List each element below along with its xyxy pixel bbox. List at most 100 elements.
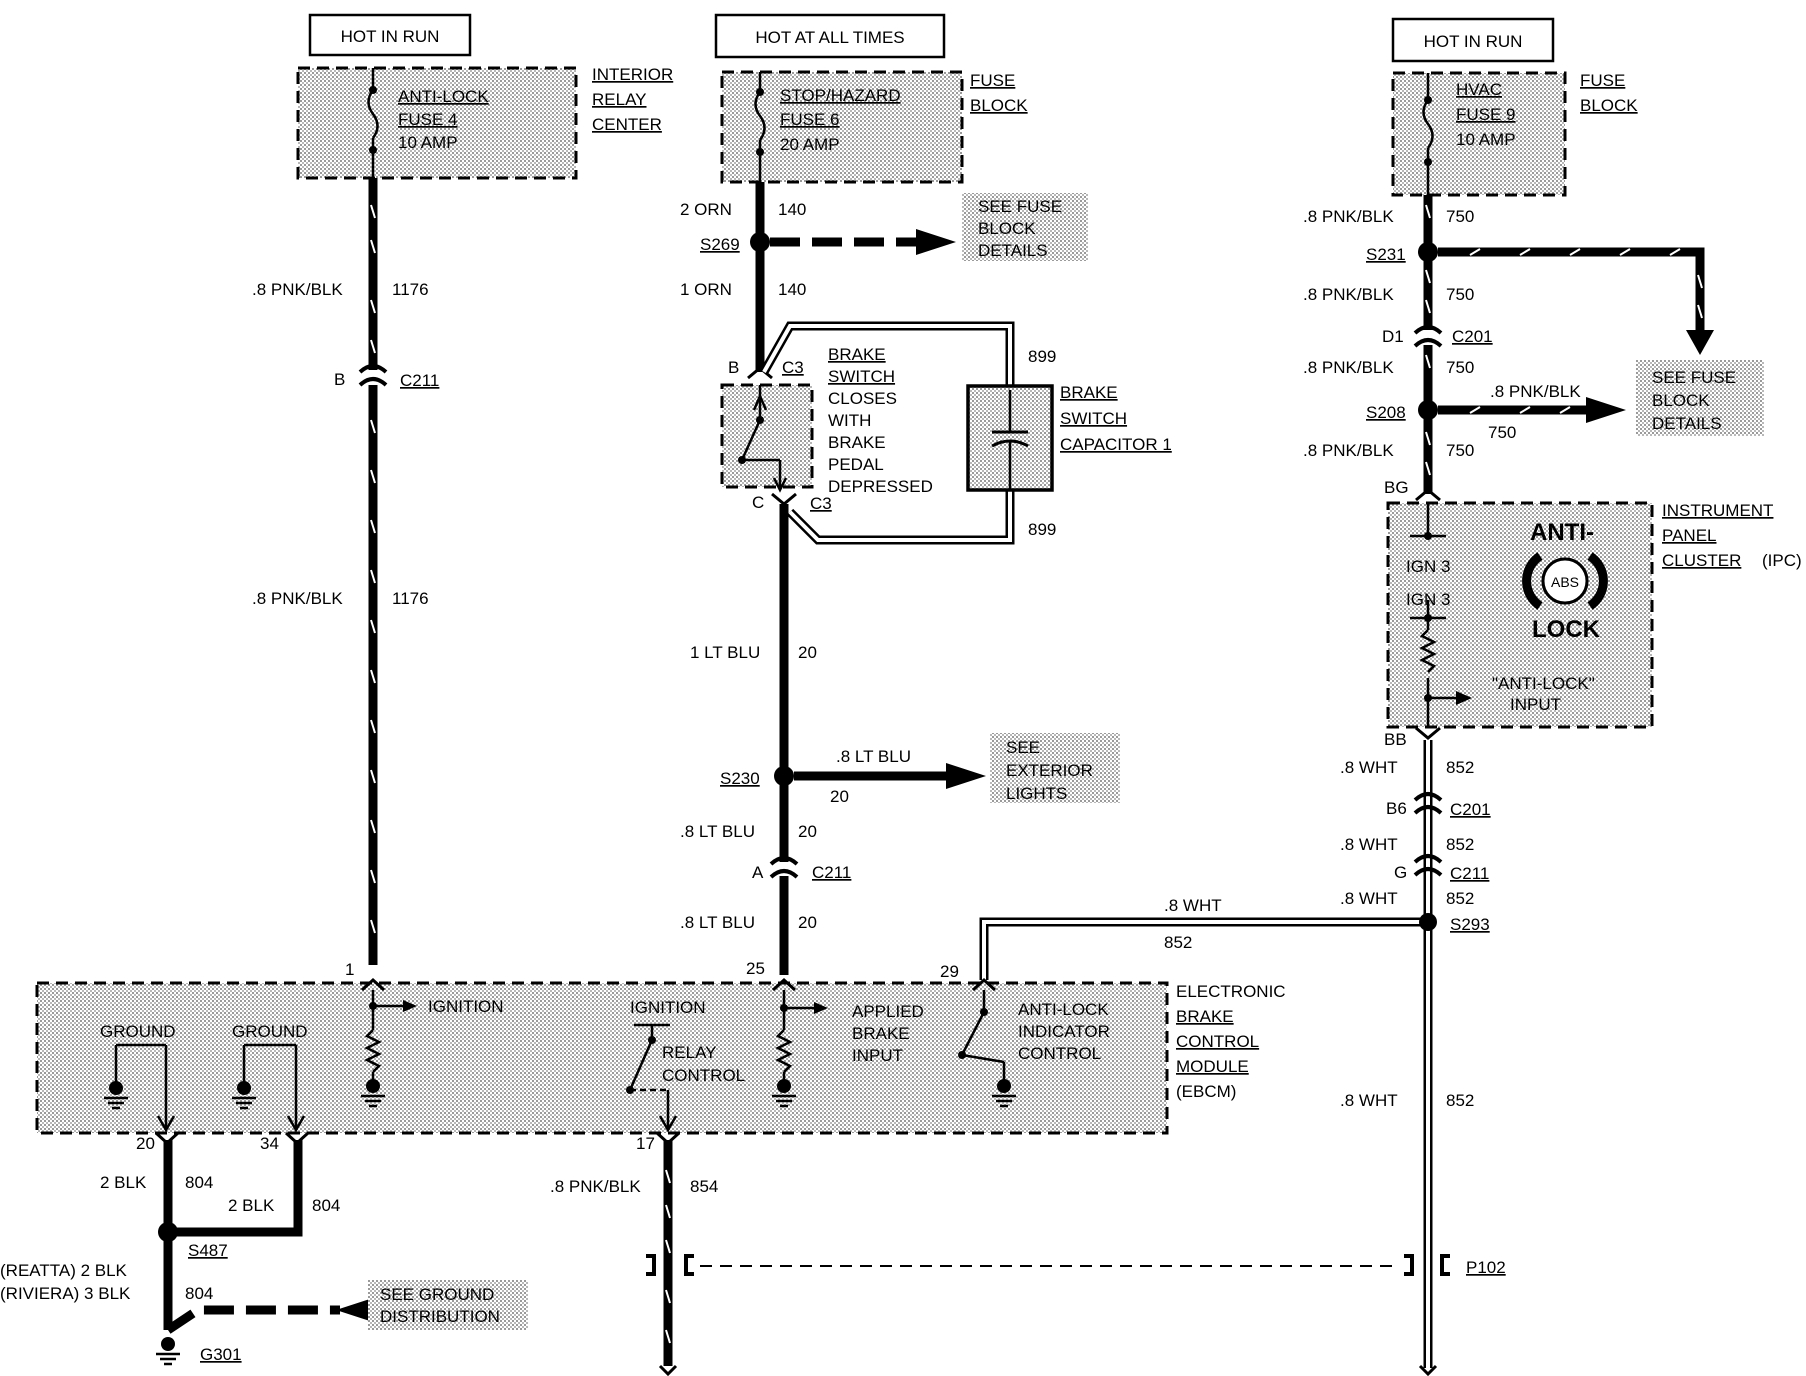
ipc-input1: "ANTI-LOCK": [1492, 674, 1595, 693]
splice-s231: [1418, 242, 1438, 262]
fuse-antilock: ANTI-LOCK FUSE 4 10 AMP: [296, 66, 578, 180]
bottom-pin20: 20: [136, 1134, 155, 1153]
svg-text:CENTER: CENTER: [592, 115, 662, 134]
right-conn3: C211: [1450, 864, 1489, 883]
ebcm-applied-brake-circuit: [772, 990, 828, 1108]
s293-cross-wire: [979, 917, 1428, 980]
p102-label: P102: [1466, 1258, 1506, 1277]
left-wire-hatch: [370, 204, 376, 934]
instrument-panel-cluster: [1386, 501, 1654, 729]
cap-circ-top: 899: [1028, 347, 1056, 366]
svg-text:INSTRUMENT: INSTRUMENT: [1662, 501, 1773, 520]
right-pin-g: G: [1394, 863, 1407, 882]
splice-s208-label: S208: [1366, 403, 1406, 422]
fuse-antilock-location: INTERIOR RELAY CENTER: [592, 65, 673, 134]
mid-conn-name: C211: [812, 863, 851, 882]
header-hot-at-all-times: HOT AT ALL TIMES: [714, 13, 946, 59]
see-exterior-lights: SEE EXTERIOR LIGHTS: [990, 733, 1120, 803]
svg-text:SWITCH: SWITCH: [828, 367, 895, 386]
splice-s487: [158, 1222, 178, 1242]
right-circ6-label: 852: [1446, 835, 1474, 854]
svg-text:CLOSES: CLOSES: [828, 389, 897, 408]
connector-p102-right: [1404, 1254, 1450, 1276]
ebcm-ignition2: IGNITION: [630, 998, 706, 1017]
splice-s293-label: S293: [1450, 915, 1490, 934]
svg-text:FUSE: FUSE: [1580, 71, 1625, 90]
see-fuse-block-right: SEE FUSE BLOCK DETAILS: [1636, 360, 1764, 436]
svg-text:(IPC): (IPC): [1762, 551, 1802, 570]
mid-wire3-label: 1 LT BLU: [690, 643, 760, 662]
mid-wire4-label: .8 LT BLU: [680, 822, 755, 841]
svg-text:BLOCK: BLOCK: [1580, 96, 1638, 115]
svg-text:MODULE: MODULE: [1176, 1057, 1249, 1076]
bottom-circ-d: 854: [690, 1177, 718, 1196]
right-circ4-label: 750: [1446, 441, 1474, 460]
splice-s231-label: S231: [1366, 245, 1406, 264]
mid-wire2-label: 1 ORN: [680, 280, 732, 299]
ground-g301-symbol: [156, 1337, 180, 1366]
mid-circ5-label: 20: [798, 913, 817, 932]
ground-distribution-arrow: [336, 1297, 376, 1323]
mid-circ4-label: 20: [798, 822, 817, 841]
right-circ7-label: 852: [1446, 889, 1474, 908]
svg-text:CAPACITOR 1: CAPACITOR 1: [1060, 435, 1172, 454]
svg-text:EXTERIOR: EXTERIOR: [1006, 761, 1093, 780]
svg-text:HOT IN RUN: HOT IN RUN: [341, 27, 440, 46]
c3-top-connector: [747, 366, 773, 380]
ebcm-ignition-circuit: [361, 990, 417, 1108]
left-circ2-label: 1176: [392, 589, 429, 608]
right-wire6-label: .8 WHT: [1340, 835, 1398, 854]
s208-branch-circ: 750: [1488, 423, 1516, 442]
ipc-label: INSTRUMENT PANEL CLUSTER (IPC): [1662, 501, 1802, 570]
right-pin-d1: D1: [1382, 327, 1404, 346]
mid-conn-pin: A: [752, 863, 764, 882]
pin-c-label: C: [752, 493, 764, 512]
splice-s230: [774, 766, 794, 786]
svg-text:SEE: SEE: [1006, 738, 1040, 757]
svg-text:HOT AT ALL TIMES: HOT AT ALL TIMES: [755, 28, 904, 47]
fuse-stop-hazard: STOP/HAZARD FUSE 6 20 AMP: [720, 70, 964, 184]
ebcm-label: ELECTRONIC BRAKE CONTROL MODULE (EBCM): [1176, 982, 1286, 1101]
left-circ1-label: 1176: [392, 280, 429, 299]
c3-bot-connector: [771, 492, 797, 506]
pin-29: 29: [940, 962, 959, 981]
connector-c211-left: [358, 364, 388, 387]
see-ground-distribution: SEE GROUND DISTRIBUTION: [368, 1280, 528, 1330]
right-circ2-label: 750: [1446, 285, 1474, 304]
ground-distribution-branch: [165, 1305, 340, 1334]
svg-text:SEE FUSE: SEE FUSE: [978, 197, 1062, 216]
svg-text:BRAKE: BRAKE: [828, 433, 886, 452]
header-hot-in-run-right: HOT IN RUN: [1391, 17, 1555, 63]
ebcm-applied2: BRAKE: [852, 1024, 910, 1043]
splice-s208: [1418, 400, 1438, 420]
svg-text:ABS: ABS: [1551, 574, 1579, 590]
ebcm-ground1: GROUND: [100, 1022, 176, 1041]
ipc-ign1: IGN 3: [1406, 557, 1450, 576]
s293-cross-wire-label: .8 WHT: [1164, 896, 1222, 915]
ebcm-anti3: CONTROL: [1018, 1044, 1101, 1063]
ebcm-ground-circuit-2: [232, 1043, 306, 1133]
left-wire2-label: .8 PNK/BLK: [252, 589, 343, 608]
bottom-circ-a: 804: [185, 1173, 213, 1192]
svg-text:HVAC: HVAC: [1456, 80, 1502, 99]
capacitor-label: BRAKE SWITCH CAPACITOR 1: [1060, 383, 1172, 454]
mid-pin: 25: [746, 959, 765, 978]
right-wire-hatch: [1425, 204, 1431, 476]
s230-branch-wire: .8 LT BLU: [836, 747, 911, 766]
c3-top-label: C3: [782, 358, 804, 377]
ebcm-ground-circuit-1: [104, 1043, 176, 1133]
svg-text:BRAKE: BRAKE: [1176, 1007, 1234, 1026]
svg-text:SEE FUSE: SEE FUSE: [1652, 368, 1736, 387]
bottom-wire-b: 2 BLK: [228, 1196, 275, 1215]
bg-connector: [1415, 488, 1441, 502]
ebcm-applied1: APPLIED: [852, 1002, 924, 1021]
svg-text:PANEL: PANEL: [1662, 526, 1717, 545]
right-circ3-label: 750: [1446, 358, 1474, 377]
bottom-pnk-wire: [663, 1140, 673, 1366]
splice-s230-label: S230: [720, 769, 760, 788]
svg-text:BLOCK: BLOCK: [970, 96, 1028, 115]
right-pin-b6: B6: [1386, 799, 1407, 818]
mid-circ1-label: 140: [778, 200, 806, 219]
ground-g301-label: G301: [200, 1345, 242, 1364]
